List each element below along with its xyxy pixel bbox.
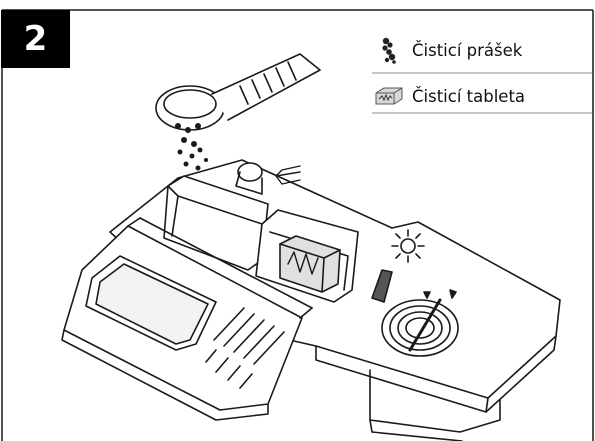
- powder-scoop: [155, 53, 321, 131]
- rinse-aid-dial: [381, 289, 459, 357]
- insert-arrow-icon: [275, 165, 301, 185]
- tablet-in-compartment: [279, 235, 341, 293]
- latch: [235, 162, 263, 195]
- lid-grille: [205, 307, 285, 389]
- legend-label-powder: Čisticí prášek: [412, 40, 523, 60]
- level-window: [371, 269, 393, 303]
- rinse-indicator-icon: [391, 229, 425, 263]
- tablet-icon: [372, 81, 406, 111]
- step-number: 2: [23, 19, 48, 59]
- lid-hinge: [127, 217, 313, 319]
- falling-powder: [175, 123, 208, 171]
- legend-label-tablet: Čisticí tableta: [412, 86, 526, 106]
- step-badge: 2: [1, 10, 70, 68]
- legend-item-tablet: Čisticí tableta: [372, 78, 525, 114]
- legend-item-powder: Čisticí prášek: [372, 32, 522, 68]
- powder-icon: [372, 35, 406, 65]
